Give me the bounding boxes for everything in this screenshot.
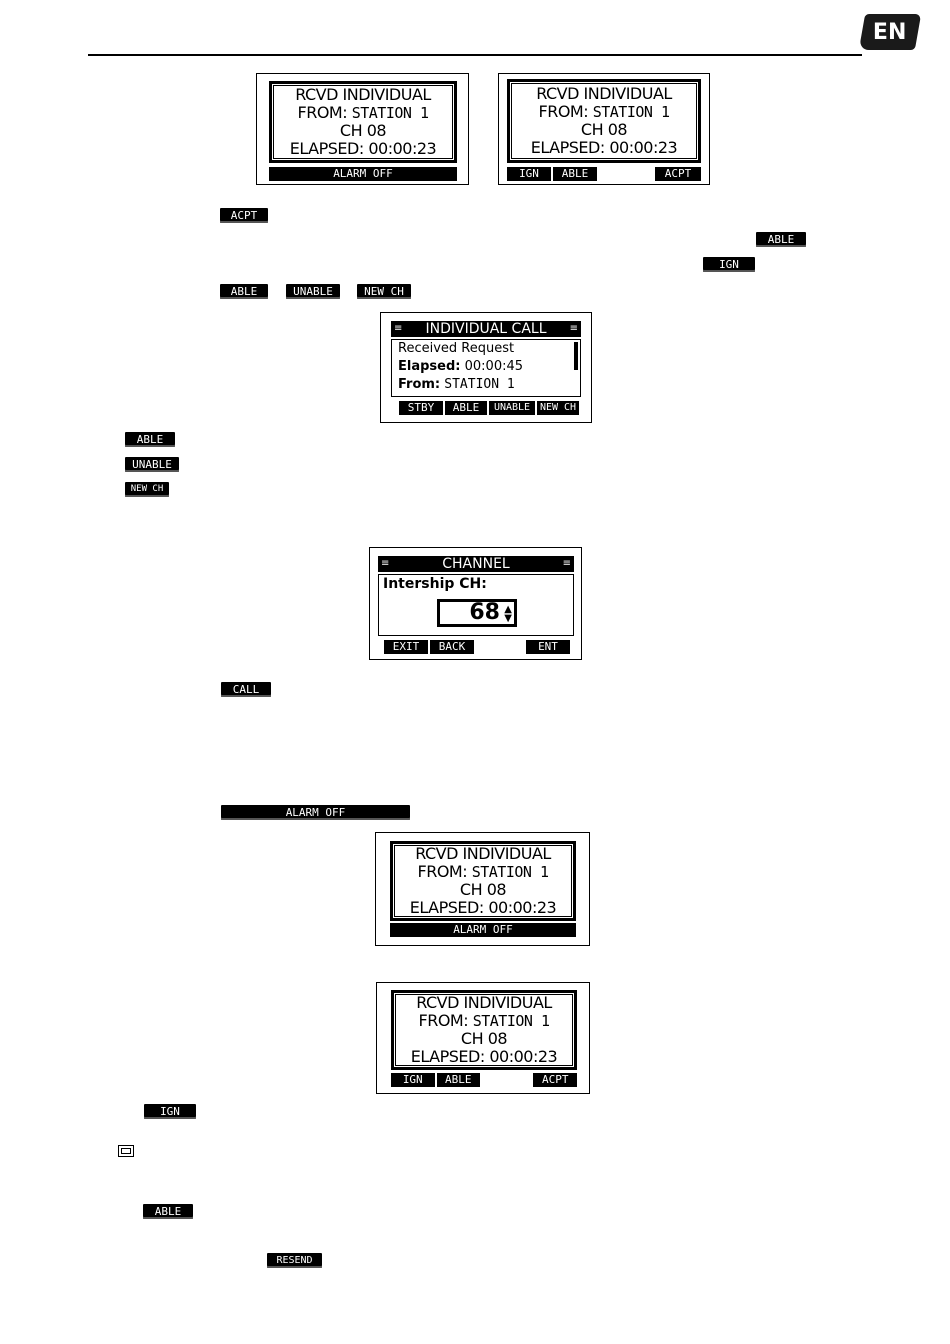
key-able: ABLE — [756, 232, 806, 247]
softkey-able[interactable]: ABLE — [436, 1073, 481, 1087]
lcd-line-channel: CH 08 — [339, 121, 387, 140]
lcd-line-from: FROM: STATION 1 — [417, 862, 549, 882]
lcd-line-from: FROM: STATION 1 — [418, 1011, 550, 1031]
key-call: CALL — [221, 682, 271, 697]
lcd-line-elapsed: ELAPSED: 00:00:23 — [410, 1047, 558, 1066]
softkey-ign[interactable]: IGN — [391, 1073, 435, 1087]
key-new-ch: NEW CH — [357, 284, 411, 299]
lcd-line-title: RCVD INDIVIDUAL — [295, 85, 431, 104]
lcd-individual-call-screen: ≡ INDIVIDUAL CALL ≡ Received Request Ela… — [380, 312, 592, 423]
lcd-line-elapsed: ELAPSED: 00:00:23 — [289, 139, 437, 158]
softkey-bar: ALARM OFF — [390, 923, 576, 937]
lcd-line-channel: CH 08 — [460, 1029, 508, 1048]
softkey-bar: IGN ABLE ACPT — [507, 167, 701, 181]
key-able: ABLE — [125, 432, 175, 447]
lcd-line-from: FROM: STATION 1 — [538, 102, 670, 122]
softkey-alarm-off[interactable]: ALARM OFF — [269, 167, 457, 181]
lcd-line-title: RCVD INDIVIDUAL — [415, 844, 551, 863]
softkey-bar: IGN ABLE ACPT — [391, 1073, 577, 1087]
lcd-accept-screen-bottom: RCVD INDIVIDUAL FROM: STATION 1 CH 08 EL… — [376, 982, 590, 1094]
softkey-new-ch[interactable]: NEW CH — [537, 401, 579, 415]
intership-ch-label: Intership CH: — [383, 576, 487, 592]
lcd-alarm-screen-mid: RCVD INDIVIDUAL FROM: STATION 1 CH 08 EL… — [375, 832, 590, 946]
menu-icon: ≡ — [381, 558, 390, 569]
lcd-channel-screen: ≡ CHANNEL ≡ Intership CH: 68 ▲▼ EXIT BAC… — [369, 547, 582, 660]
key-unable: UNABLE — [286, 284, 340, 299]
lcd-line-elapsed: ELAPSED: 00:00:23 — [409, 898, 557, 917]
mail-icon — [118, 1145, 134, 1157]
lcd-accept-screen-top: RCVD INDIVIDUAL FROM: STATION 1 CH 08 EL… — [498, 73, 710, 185]
lcd-text-box: RCVD INDIVIDUAL FROM: STATION 1 CH 08 EL… — [507, 79, 701, 163]
key-able: ABLE — [220, 284, 268, 299]
key-alarm-off: ALARM OFF — [221, 805, 410, 820]
channel-number-input[interactable]: 68 ▲▼ — [437, 599, 517, 627]
lcd-text-box: RCVD INDIVIDUAL FROM: STATION 1 CH 08 EL… — [390, 841, 576, 921]
elapsed-line: Elapsed: 00:00:45 — [398, 359, 524, 374]
key-ign: IGN — [703, 257, 755, 272]
menu-title: INDIVIDUAL CALL — [425, 321, 547, 337]
lcd-line-channel: CH 08 — [580, 120, 628, 139]
softkey-exit[interactable]: EXIT — [384, 640, 428, 654]
channel-body: Intership CH: 68 ▲▼ — [378, 574, 574, 636]
softkey-acpt[interactable]: ACPT — [533, 1073, 577, 1087]
up-down-arrow-icon[interactable]: ▲▼ — [504, 604, 512, 624]
softkey-bar: EXIT BACK ENT — [384, 640, 570, 654]
menu-icon: ≡ — [394, 323, 403, 334]
key-resend: RESEND — [267, 1253, 322, 1268]
menu-body: Received Request Elapsed: 00:00:45 From:… — [391, 339, 581, 397]
key-able: ABLE — [143, 1204, 193, 1219]
key-new-ch: NEW CH — [125, 482, 169, 497]
channel-title-bar: ≡ CHANNEL ≡ — [378, 556, 574, 572]
scrollbar[interactable] — [574, 342, 578, 370]
softkey-ign[interactable]: IGN — [507, 167, 551, 181]
softkey-alarm-off[interactable]: ALARM OFF — [390, 923, 576, 937]
menu-title-bar: ≡ INDIVIDUAL CALL ≡ — [391, 321, 581, 337]
softkey-able[interactable]: ABLE — [553, 167, 597, 181]
received-request-line: Received Request — [398, 341, 515, 356]
lcd-line-title: RCVD INDIVIDUAL — [416, 993, 552, 1012]
softkey-ent[interactable]: ENT — [526, 640, 570, 654]
lcd-text-box: RCVD INDIVIDUAL FROM: STATION 1 CH 08 EL… — [391, 990, 577, 1070]
key-acpt: ACPT — [220, 208, 268, 223]
lcd-line-elapsed: ELAPSED: 00:00:23 — [530, 138, 678, 157]
menu-icon: ≡ — [562, 558, 571, 569]
softkey-bar: ALARM OFF — [269, 167, 457, 181]
lcd-line-from: FROM: STATION 1 — [297, 103, 429, 123]
lcd-alarm-screen-top: RCVD INDIVIDUAL FROM: STATION 1 CH 08 EL… — [256, 73, 469, 185]
softkey-able[interactable]: ABLE — [445, 401, 487, 415]
from-line: From: STATION 1 — [398, 377, 515, 392]
lcd-line-title: RCVD INDIVIDUAL — [536, 84, 672, 103]
softkey-bar: STBY ABLE UNABLE NEW CH — [399, 401, 581, 415]
channel-title: CHANNEL — [442, 556, 510, 572]
softkey-back[interactable]: BACK — [430, 640, 474, 654]
key-unable: UNABLE — [125, 457, 179, 472]
language-badge: EN — [858, 14, 922, 50]
menu-icon: ≡ — [569, 323, 578, 334]
lcd-line-channel: CH 08 — [459, 880, 507, 899]
lcd-text-box: RCVD INDIVIDUAL FROM: STATION 1 CH 08 EL… — [269, 81, 457, 163]
key-ign: IGN — [144, 1104, 196, 1119]
header-rule — [88, 54, 862, 56]
softkey-unable[interactable]: UNABLE — [489, 401, 535, 415]
softkey-acpt[interactable]: ACPT — [655, 167, 701, 181]
softkey-stby[interactable]: STBY — [399, 401, 443, 415]
